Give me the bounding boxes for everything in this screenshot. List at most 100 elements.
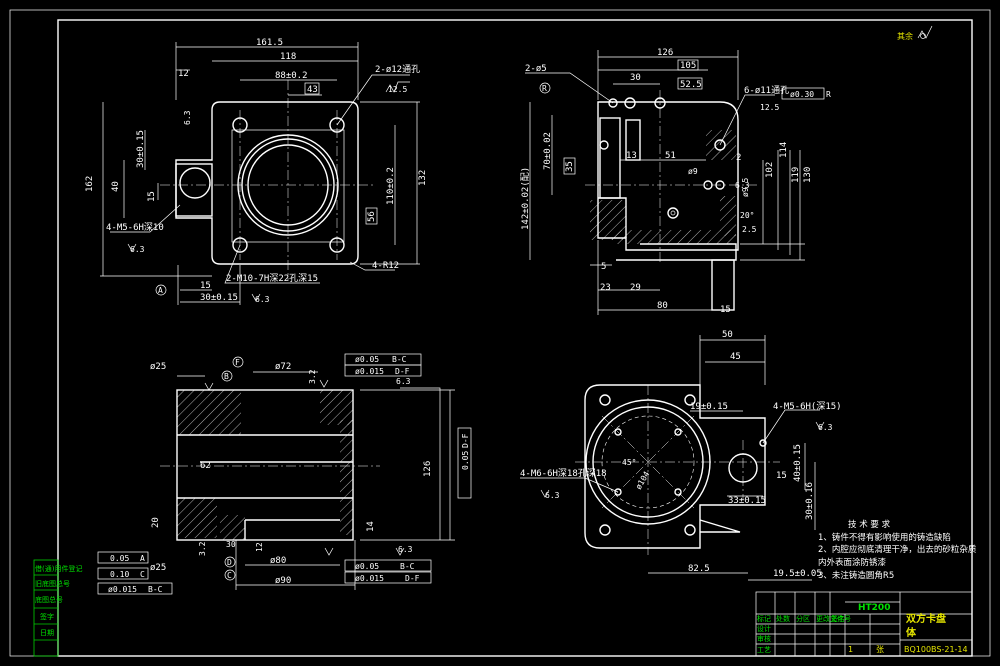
svg-text:50: 50: [722, 330, 733, 340]
svg-text:2-ø5: 2-ø5: [525, 64, 547, 74]
svg-text:ø9.5: ø9.5: [741, 178, 750, 197]
svg-text:ø0.015: ø0.015: [355, 367, 384, 376]
svg-text:14: 14: [366, 521, 376, 532]
part-name: 双方卡盘: [906, 612, 946, 625]
svg-text:2、内腔应彻底清理干净，出去的砂粒杂质: 2、内腔应彻底清理干净，出去的砂粒杂质: [818, 544, 977, 555]
svg-text:3.2: 3.2: [198, 541, 207, 556]
svg-text:88±0.2: 88±0.2: [275, 71, 308, 81]
svg-text:40: 40: [111, 181, 121, 192]
svg-text:B-C: B-C: [148, 585, 163, 594]
svg-text:40±0.15: 40±0.15: [793, 444, 803, 482]
section-outline: [597, 101, 739, 251]
svg-text:B-C: B-C: [400, 562, 415, 571]
svg-text:张: 张: [876, 645, 884, 654]
technical-requirements: 技 术 要 求 1、铸件不得有影响使用的铸造缺陷 2、内腔应彻底清理干净，出去的…: [818, 519, 977, 581]
svg-text:D-F: D-F: [461, 433, 470, 448]
svg-text:ø104: ø104: [634, 470, 652, 491]
svg-text:142±0.02(配): 142±0.02(配): [520, 167, 531, 230]
view-bottom-right: 50 45 19±0.15 40±0.15 15 33±0.15 30±0.16…: [520, 330, 842, 581]
svg-text:签名: 签名: [831, 614, 845, 623]
svg-text:借(通)用件登记: 借(通)用件登记: [35, 564, 82, 573]
svg-text:6.3: 6.3: [130, 245, 145, 254]
svg-text:A: A: [140, 554, 145, 563]
svg-text:6.3: 6.3: [255, 295, 270, 304]
svg-text:82.5: 82.5: [688, 564, 710, 574]
svg-text:51: 51: [665, 151, 676, 161]
svg-text:更改文件号: 更改文件号: [816, 614, 851, 623]
svg-text:标记: 标记: [757, 614, 771, 623]
svg-text:70±0.02: 70±0.02: [543, 132, 553, 170]
svg-text:45: 45: [730, 352, 741, 362]
svg-text:1: 1: [848, 645, 853, 654]
svg-text:161.5: 161.5: [256, 38, 283, 48]
svg-text:30: 30: [630, 73, 641, 83]
svg-text:ø80: ø80: [270, 556, 286, 566]
left-side-strip: 借(通)用件登记 旧底图总号 底图总号 签字 日期: [33, 559, 82, 657]
svg-text:13: 13: [626, 151, 637, 161]
svg-text:132: 132: [418, 170, 428, 186]
svg-text:ø0.015: ø0.015: [355, 574, 384, 583]
svg-text:102: 102: [765, 162, 775, 178]
svg-text:4-M5-6H深10: 4-M5-6H深10: [106, 222, 164, 233]
svg-text:19±0.15: 19±0.15: [690, 402, 728, 412]
svg-text:29: 29: [630, 283, 641, 293]
svg-text:C: C: [140, 570, 145, 579]
svg-text:12: 12: [255, 542, 264, 552]
view-top-left: 161.5 118 88±0.2 43 12 162 40 30±0.15 15…: [85, 38, 428, 305]
svg-text:35: 35: [565, 161, 575, 172]
svg-text:旧底图总号: 旧底图总号: [35, 579, 70, 588]
svg-text:30±0.15: 30±0.15: [200, 293, 238, 303]
svg-text:体: 体: [906, 626, 917, 639]
svg-text:52.5: 52.5: [680, 80, 702, 90]
svg-text:审核: 审核: [757, 634, 771, 643]
sheet-inner-border: [57, 19, 973, 657]
plate-outline: [175, 101, 359, 265]
svg-text:ø72: ø72: [275, 362, 291, 372]
svg-text:ø0.30: ø0.30: [790, 90, 814, 99]
svg-text:30: 30: [226, 540, 236, 549]
svg-text:其余: 其余: [897, 31, 913, 41]
svg-text:设计: 设计: [757, 624, 771, 633]
drawing-number: BQ100BS-21-14: [904, 645, 968, 654]
svg-text:130: 130: [803, 167, 813, 183]
svg-text:126: 126: [423, 461, 433, 477]
svg-text:工艺: 工艺: [757, 646, 771, 654]
svg-text:162: 162: [85, 176, 95, 192]
svg-text:23: 23: [600, 283, 611, 293]
svg-text:105: 105: [680, 61, 696, 71]
svg-text:3、未注铸造圆角R5: 3、未注铸造圆角R5: [818, 570, 894, 581]
svg-text:15: 15: [147, 191, 157, 202]
svg-text:6-ø11通孔: 6-ø11通孔: [744, 85, 789, 96]
flange-outline: [584, 384, 766, 549]
svg-text:处数: 处数: [776, 614, 790, 623]
svg-text:ø0.05: ø0.05: [355, 355, 379, 364]
svg-text:2.5: 2.5: [742, 225, 757, 234]
svg-text:20: 20: [151, 517, 161, 528]
svg-text:20°: 20°: [740, 211, 754, 220]
svg-text:F: F: [235, 358, 240, 367]
svg-text:2-ø12通孔: 2-ø12通孔: [375, 64, 420, 75]
svg-text:56: 56: [367, 211, 377, 222]
svg-text:6.3: 6.3: [398, 545, 413, 554]
svg-text:D-F: D-F: [395, 367, 410, 376]
svg-text:0.10: 0.10: [110, 570, 129, 579]
svg-text:12.5: 12.5: [388, 85, 407, 94]
side-bore-circle: [179, 167, 211, 199]
svg-text:B-C: B-C: [392, 355, 407, 364]
svg-text:ø0.015: ø0.015: [108, 585, 137, 594]
svg-text:ø25: ø25: [150, 362, 166, 372]
svg-text:C: C: [227, 571, 232, 580]
svg-text:15: 15: [720, 305, 731, 315]
svg-text:R: R: [826, 90, 831, 99]
svg-text:底图总号: 底图总号: [35, 595, 63, 604]
svg-text:A: A: [158, 286, 163, 295]
svg-text:12.5: 12.5: [760, 103, 779, 112]
svg-text:43: 43: [307, 85, 318, 95]
svg-text:110±0.2: 110±0.2: [386, 167, 396, 205]
svg-text:30±0.16: 30±0.16: [805, 482, 815, 520]
svg-text:B: B: [224, 372, 229, 381]
svg-text:R: R: [542, 84, 547, 93]
svg-text:126: 126: [657, 48, 673, 58]
svg-text:30±0.15: 30±0.15: [136, 130, 146, 168]
